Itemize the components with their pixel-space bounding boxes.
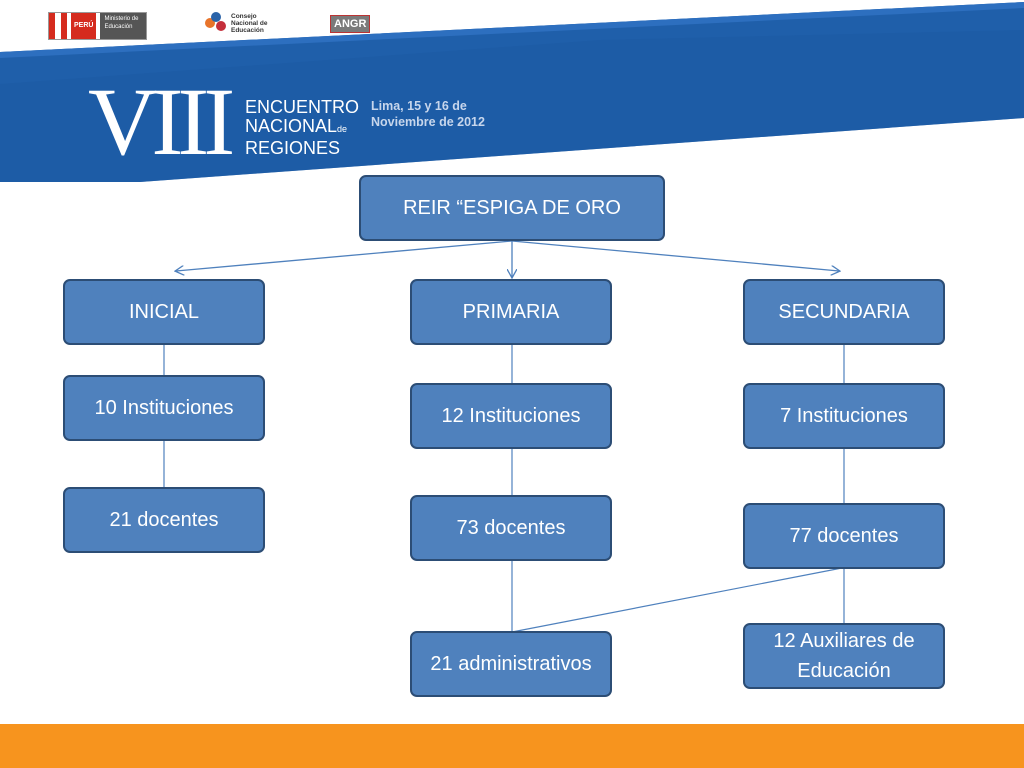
header-banner bbox=[0, 0, 1024, 200]
level-node-secundaria: SECUNDARIA bbox=[743, 279, 945, 345]
teachers-node-secundaria: 77 docentes bbox=[743, 503, 945, 569]
event-date: Lima, 15 y 16 de Noviembre de 2012 bbox=[371, 98, 485, 130]
event-numeral: VIII bbox=[88, 68, 235, 175]
line-secundaria-to-admin bbox=[511, 567, 843, 633]
level-node-primaria: PRIMARIA bbox=[410, 279, 612, 345]
teachers-node-primaria: 73 docentes bbox=[410, 495, 612, 561]
event-date-line1: Lima, 15 y 16 de bbox=[371, 99, 467, 113]
arrow-root-to-inicial bbox=[176, 240, 513, 271]
angr-logo: ANGR bbox=[330, 10, 376, 38]
arrow-root-to-secundaria bbox=[511, 240, 839, 271]
event-title-line1: ENCUENTRO bbox=[245, 97, 360, 117]
root-node: REIR “ESPIGA DE ORO bbox=[359, 175, 665, 241]
peru-emblem-icon bbox=[49, 13, 67, 39]
event-title-line2: NACIONAL bbox=[245, 116, 338, 136]
footer-bar bbox=[0, 724, 1024, 768]
cne-circles-icon bbox=[205, 12, 227, 34]
minedu-logo: PERÚ Ministerio de Educación bbox=[48, 12, 148, 40]
event-title-de: de bbox=[337, 124, 348, 134]
institutions-node-secundaria: 7 Instituciones bbox=[743, 383, 945, 449]
level-node-inicial: INICIAL bbox=[63, 279, 265, 345]
teachers-node-inicial: 21 docentes bbox=[63, 487, 265, 553]
event-title-line3: REGIONES bbox=[245, 138, 341, 158]
institutions-node-inicial: 10 Instituciones bbox=[63, 375, 265, 441]
institutions-node-primaria: 12 Instituciones bbox=[410, 383, 612, 449]
event-date-line2: Noviembre de 2012 bbox=[371, 115, 485, 129]
cne-logo: Consejo Nacional de Educación bbox=[205, 12, 273, 34]
auxiliaries-node-secundaria: 12 Auxiliares de Educación bbox=[743, 623, 945, 689]
admin-node-primaria: 21 administrativos bbox=[410, 631, 612, 697]
event-title: ENCUENTRO NACIONALde REGIONES bbox=[245, 98, 359, 158]
